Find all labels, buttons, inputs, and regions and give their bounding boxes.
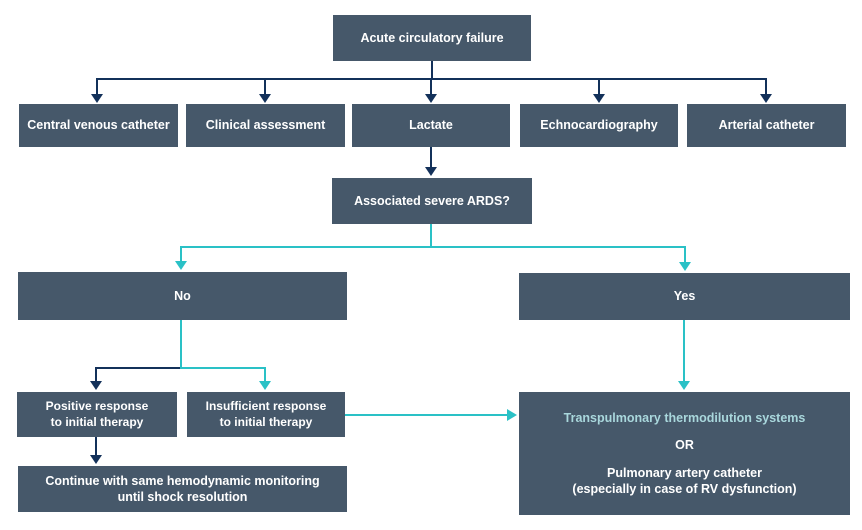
node-insufficient-response: Insufficient response to initial therapy [187,392,345,437]
final-option-pulmonary-artery: Pulmonary artery catheter (especially in… [572,465,797,496]
node-yes: Yes [519,273,850,320]
node-arterial-catheter: Arterial catheter [687,104,846,147]
node-no: No [18,272,347,320]
node-lactate: Lactate [352,104,510,147]
node-clinical-assessment: Clinical assessment [186,104,345,147]
node-positive-response: Positive response to initial therapy [17,392,177,437]
node-acute-circulatory-failure: Acute circulatory failure [333,15,531,61]
node-associated-severe-ards: Associated severe ARDS? [332,178,532,224]
final-or-label: OR [675,438,694,453]
node-echnocardiography: Echnocardiography [520,104,678,147]
node-continue-monitoring: Continue with same hemodynamic monitorin… [18,466,347,512]
node-central-venous-catheter: Central venous catheter [19,104,178,147]
node-advanced-monitoring-options: Transpulmonary thermodilution systems OR… [519,392,850,515]
final-option-transpulmonary: Transpulmonary thermodilution systems [563,411,806,425]
